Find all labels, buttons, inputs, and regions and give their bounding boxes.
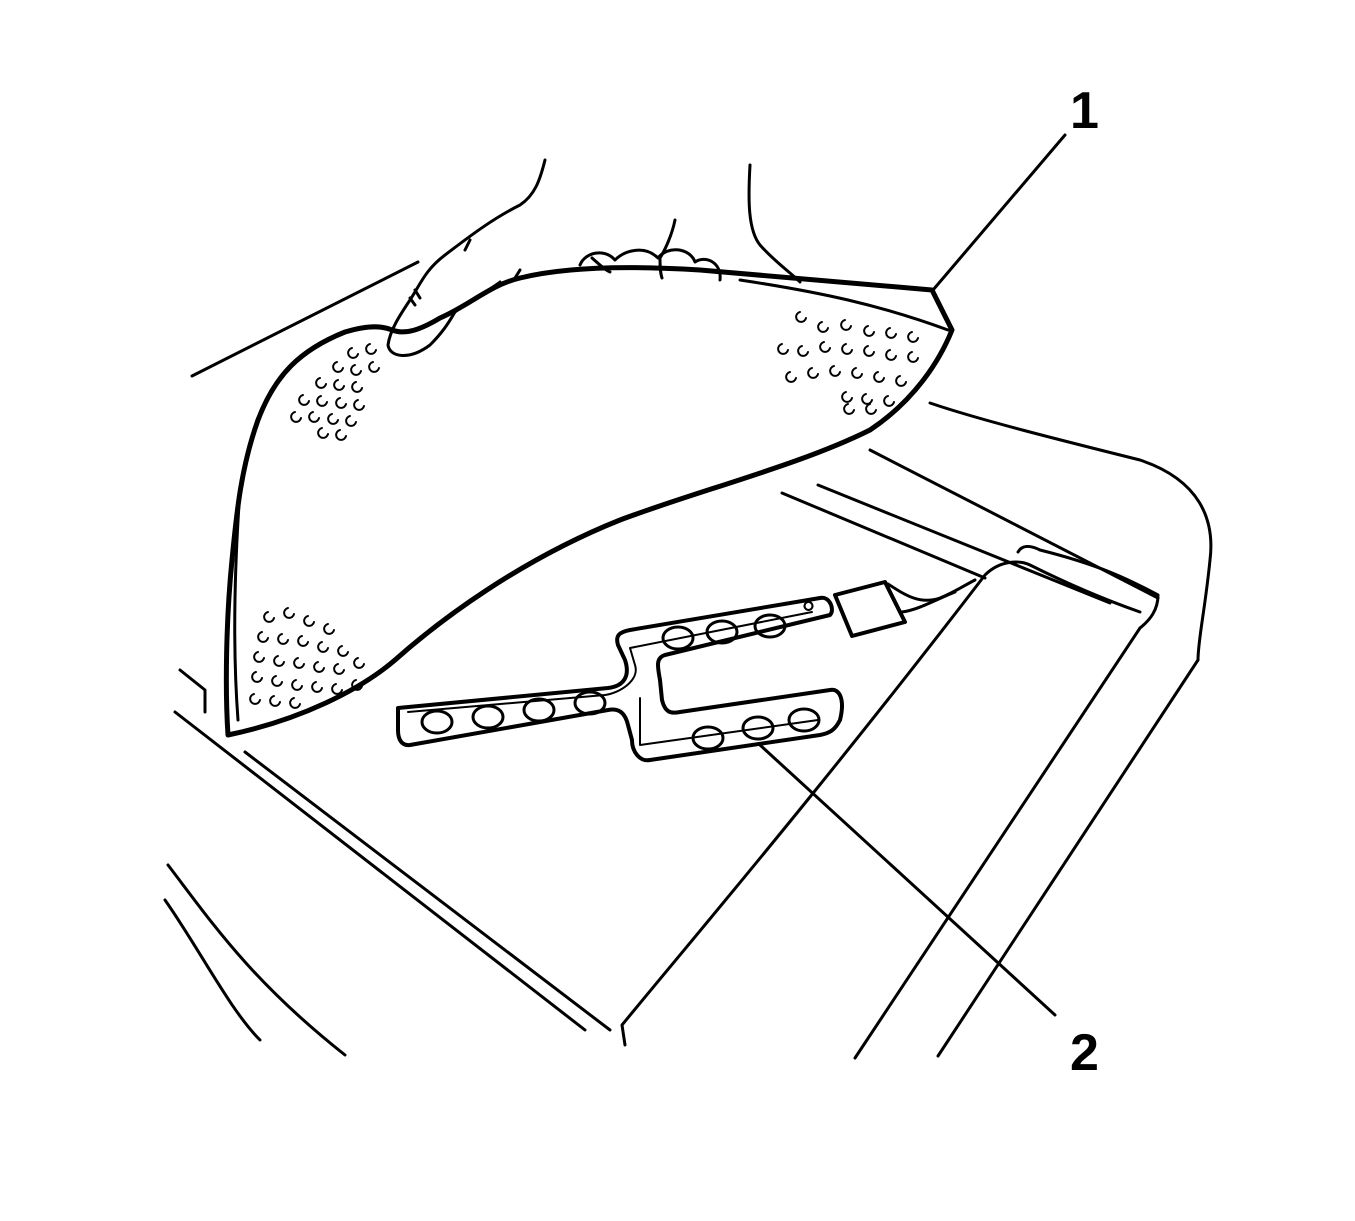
callout-1-leader [931,133,1067,292]
sensor-cells [420,613,821,751]
seat-cushion-cover [223,265,955,738]
seat-cushion-frame [163,260,1213,1060]
cover-perforations-lower-left [249,607,365,709]
callout-2-label: 2 [1070,1024,1099,1082]
callout-2-leader [758,743,1057,1017]
callout-1-label: 1 [1070,82,1099,140]
hand-illustration [386,158,802,357]
occupant-sensor-mat [396,578,977,763]
cover-perforations-right [777,311,919,415]
sensor-connector [803,578,977,638]
cover-perforations-upper-left [290,343,380,441]
callout-leaders [758,133,1067,1017]
